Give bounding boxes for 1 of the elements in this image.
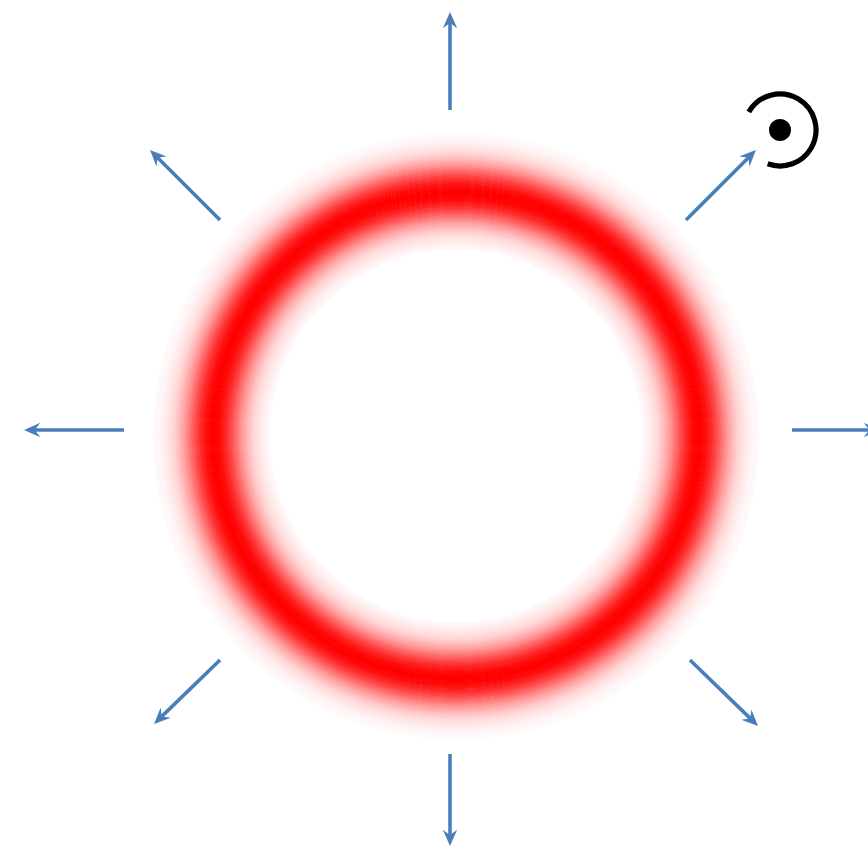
ring-drawing [152, 132, 760, 740]
